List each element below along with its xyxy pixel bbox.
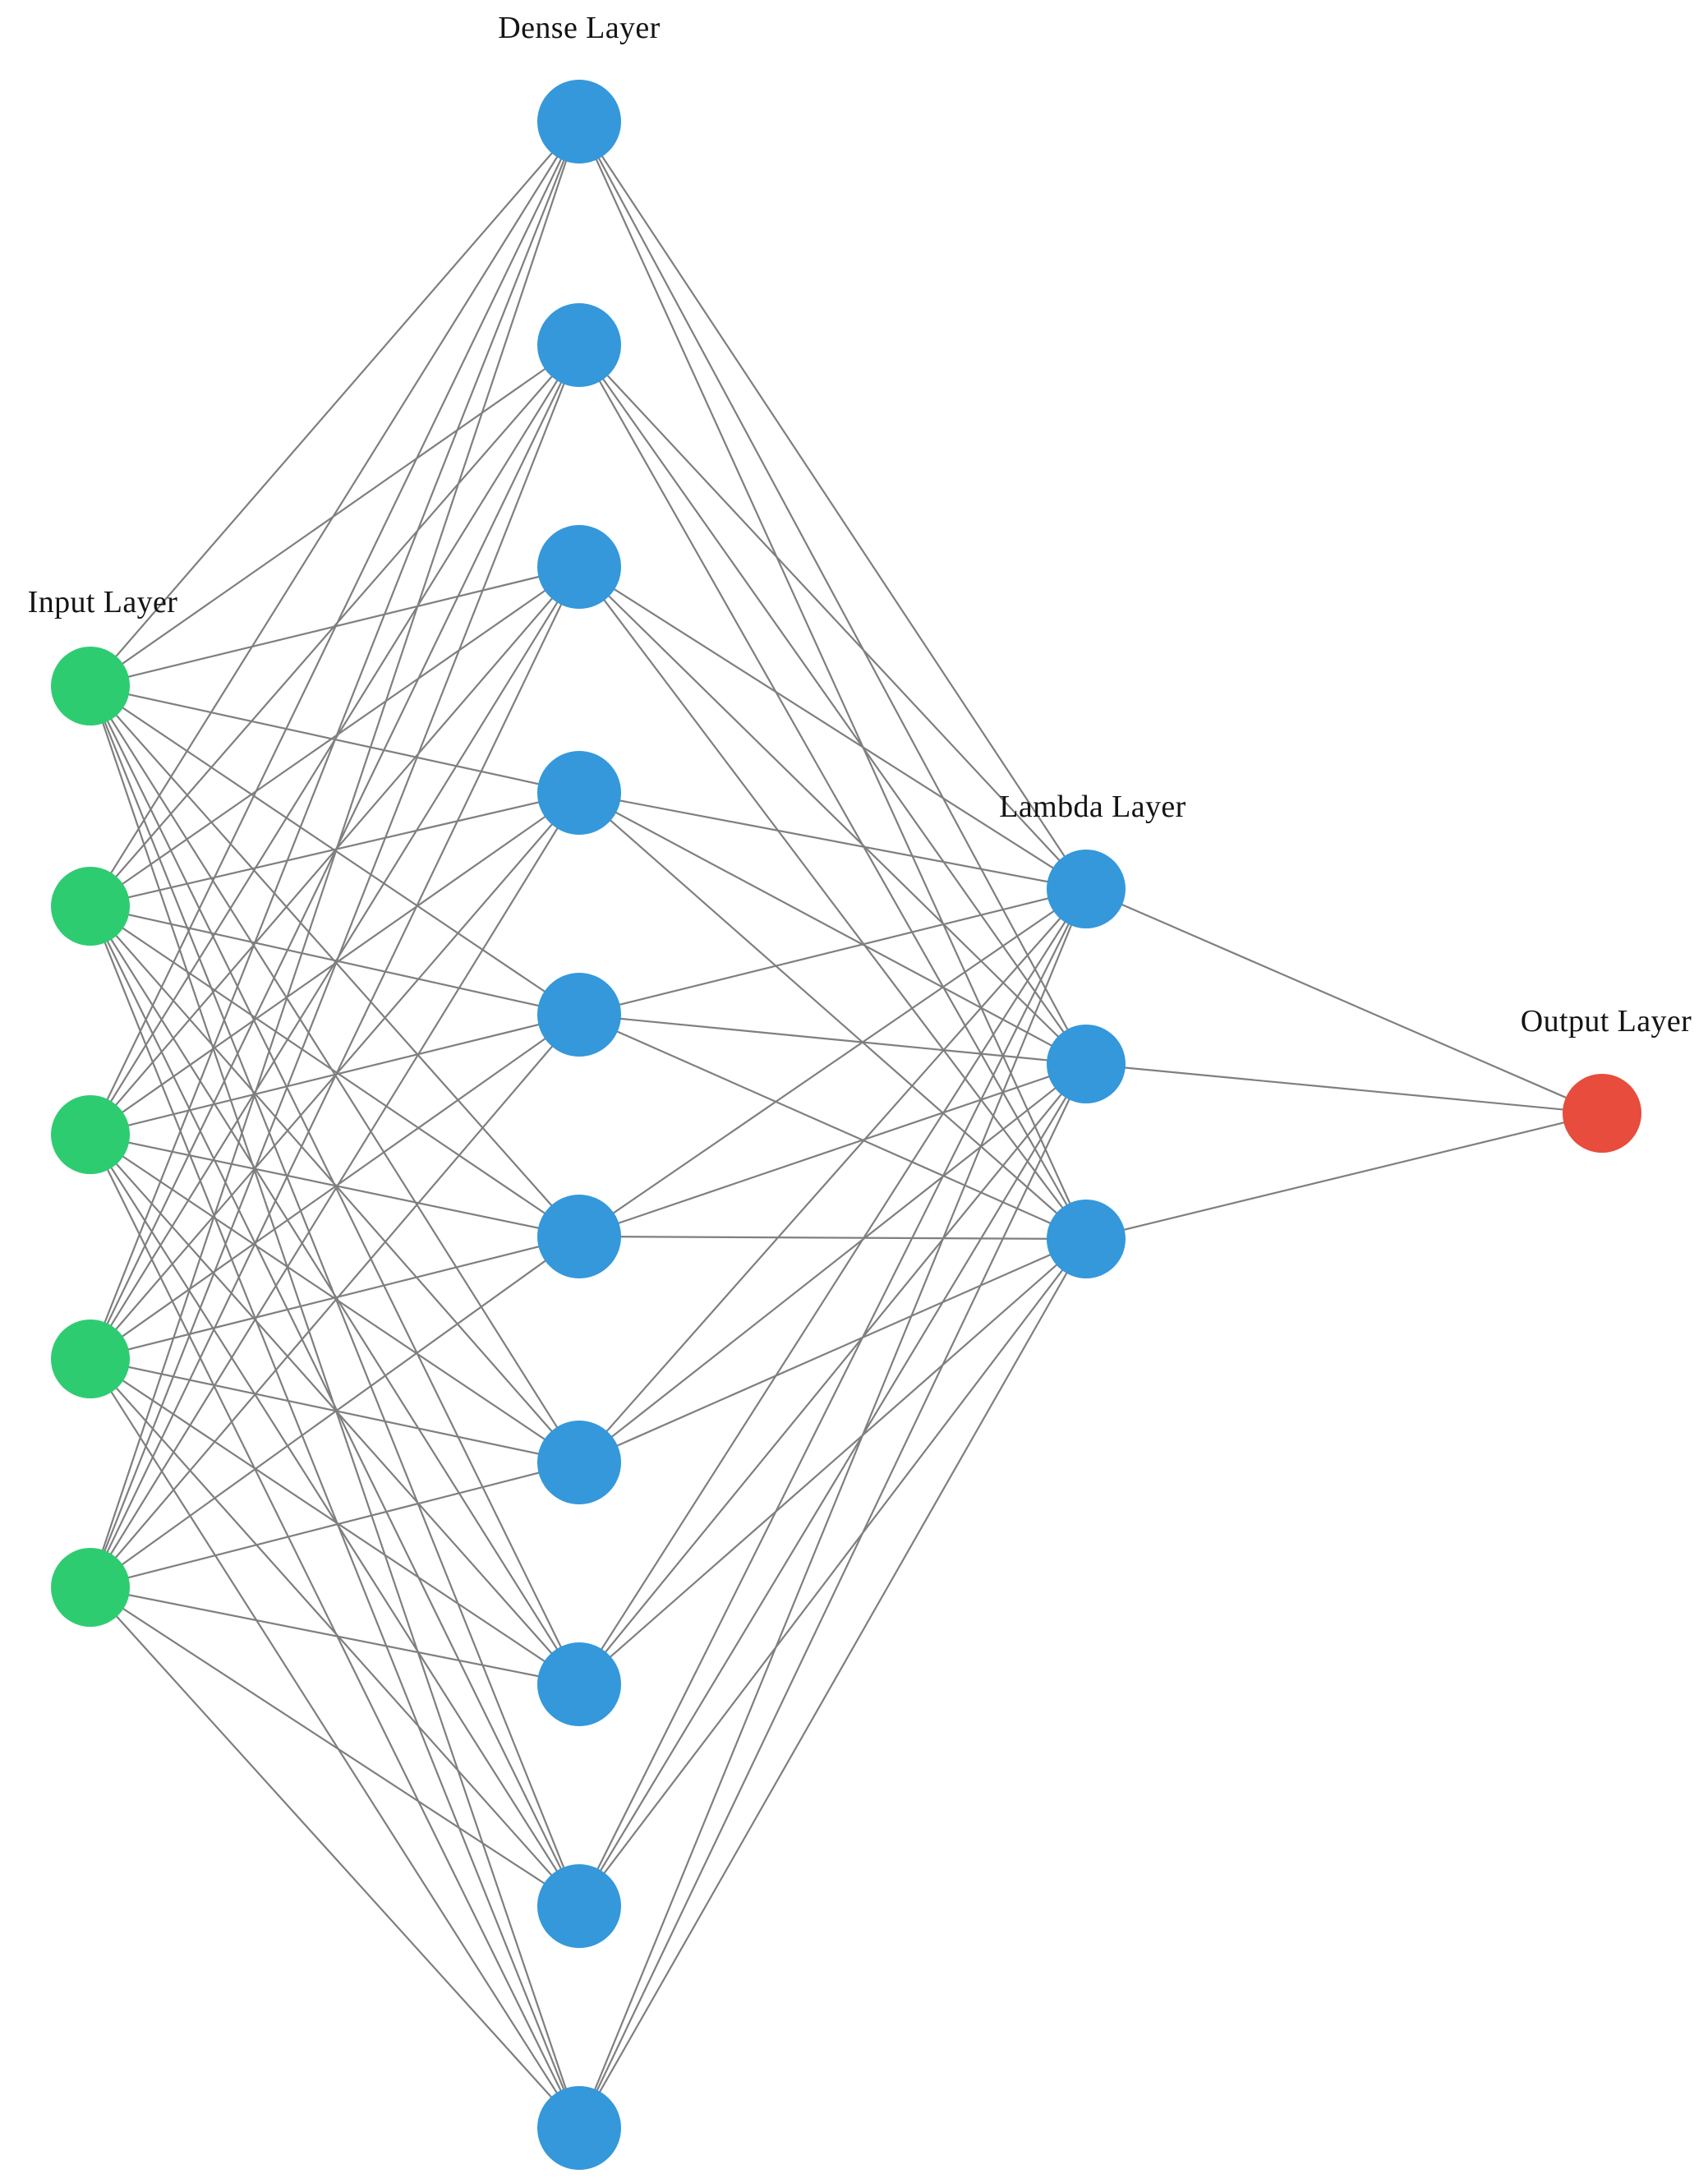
connection-edge [578,565,1088,1066]
connection-edge [578,565,1088,1241]
node-dense-8 [537,1642,621,1726]
node-dense-9 [537,1864,621,1948]
connection-edge [89,1357,581,1686]
connection-edge [89,343,581,1589]
connection-edge [578,1237,1088,1686]
connection-edge [89,120,581,908]
connection-edge [578,887,1088,1464]
connection-edge [89,565,581,908]
connection-edge [1084,1062,1604,1115]
connection-edge [578,120,1088,891]
connection-edge [578,1062,1088,1238]
connection-edge [578,343,1088,1241]
connection-edge [578,887,1088,1016]
connection-edge [89,1586,581,1908]
connection-edge [89,905,581,1238]
node-dense-1 [537,80,621,163]
connection-edge [578,343,1088,1066]
node-input-4 [51,1319,130,1398]
connection-edge [578,887,1088,1238]
node-input-5 [51,1548,130,1627]
connection-edge [89,1461,581,1589]
node-lambda-3 [1047,1200,1126,1278]
layer-label-input: Input Layer [28,585,178,619]
connection-edge [89,1357,581,1908]
layer-label-lambda: Lambda Layer [999,790,1185,824]
connection-edge [89,905,581,1464]
connection-edge [578,120,1088,1241]
connection-edge [89,1235,581,1361]
connection-edge [578,1013,1088,1066]
node-lambda-2 [1047,1025,1126,1103]
connection-edge [89,1013,581,1361]
node-dense-2 [537,303,621,387]
connection-edge [89,120,581,1136]
layer-label-output: Output Layer [1521,1004,1692,1039]
node-dense-3 [537,525,621,609]
connection-edge [578,343,1088,891]
node-output-1 [1563,1074,1641,1153]
connection-edge [578,1013,1088,1241]
edges-group [89,120,1604,2130]
connection-edge [89,791,581,1589]
connection-edge [89,1357,581,1464]
node-dense-4 [537,751,621,835]
connection-edge [578,1062,1088,1464]
node-lambda-1 [1047,850,1126,928]
connection-edge [89,343,581,908]
node-dense-5 [537,973,621,1057]
node-input-2 [51,867,130,946]
connection-edge [578,1062,1088,1686]
connection-edge [578,1062,1088,2130]
connection-edge [578,887,1088,1908]
connection-edge [578,791,1088,891]
layer-label-dense: Dense Layer [498,11,660,45]
node-dense-7 [537,1421,621,1504]
connection-edge [89,905,581,1908]
connection-edge [89,905,581,1686]
connection-edge [578,1235,1088,1241]
connection-edge [578,1237,1088,1908]
connection-edge [1084,1112,1604,1241]
connection-edge [89,1357,581,2130]
connection-edge [89,1133,581,1238]
connection-edge [89,120,581,1361]
node-dense-10 [537,2086,621,2170]
connection-edge [89,1235,581,1589]
connection-edge [89,565,581,1589]
connection-edge [89,120,581,688]
connection-edge [89,1586,581,1686]
connection-edge [578,791,1088,1241]
connection-edge [578,887,1088,2130]
connection-edge [578,1062,1088,1908]
connection-edge [578,1237,1088,2130]
connection-edge [1084,887,1604,1115]
connection-edge [578,1237,1088,1464]
connection-edge [89,565,581,1361]
connection-edge [89,905,581,1016]
connection-edge [89,1133,581,1908]
node-dense-6 [537,1195,621,1278]
nodes-group [51,80,1641,2170]
connection-edge [578,791,1088,1066]
connection-edge [89,1586,581,2130]
connection-edge [89,120,581,1589]
connection-edge [578,565,1088,891]
connection-edge [578,120,1088,1066]
connection-edge [89,1013,581,1589]
connection-edge [578,887,1088,1686]
node-input-3 [51,1095,130,1174]
node-input-1 [51,647,130,725]
connection-edge [89,905,581,2130]
